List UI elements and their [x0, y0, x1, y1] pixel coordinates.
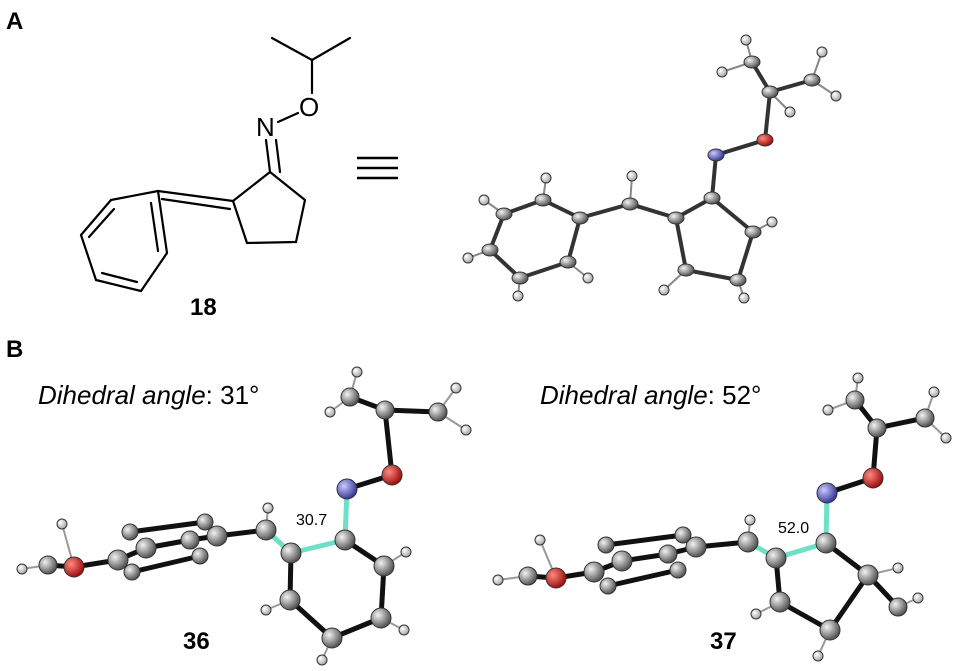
equivalence-symbol [357, 156, 398, 180]
dihedral-caption-37: Dihedral angle: 52° [540, 380, 761, 411]
dihedral-caption-value: : 31° [205, 380, 260, 410]
dihedral-caption-value: : 52° [707, 380, 762, 410]
dihedral-measurement-37: 52.0 [778, 520, 810, 537]
atom-label-nitrogen: N [256, 112, 275, 142]
compound-label-18: 18 [190, 294, 217, 321]
dihedral-measurement-36: 30.7 [296, 512, 328, 529]
dihedral-caption-label: Dihedral angle [540, 380, 708, 410]
compound-label-37: 37 [710, 628, 737, 655]
panel-b-letter: B [6, 336, 24, 363]
panel-a-letter: A [6, 8, 24, 35]
dihedral-caption-label: Dihedral angle [38, 380, 206, 410]
dihedral-caption-36: Dihedral angle: 31° [38, 380, 259, 411]
atom-label-oxygen: O [299, 92, 320, 122]
compound-label-36: 36 [183, 628, 210, 655]
